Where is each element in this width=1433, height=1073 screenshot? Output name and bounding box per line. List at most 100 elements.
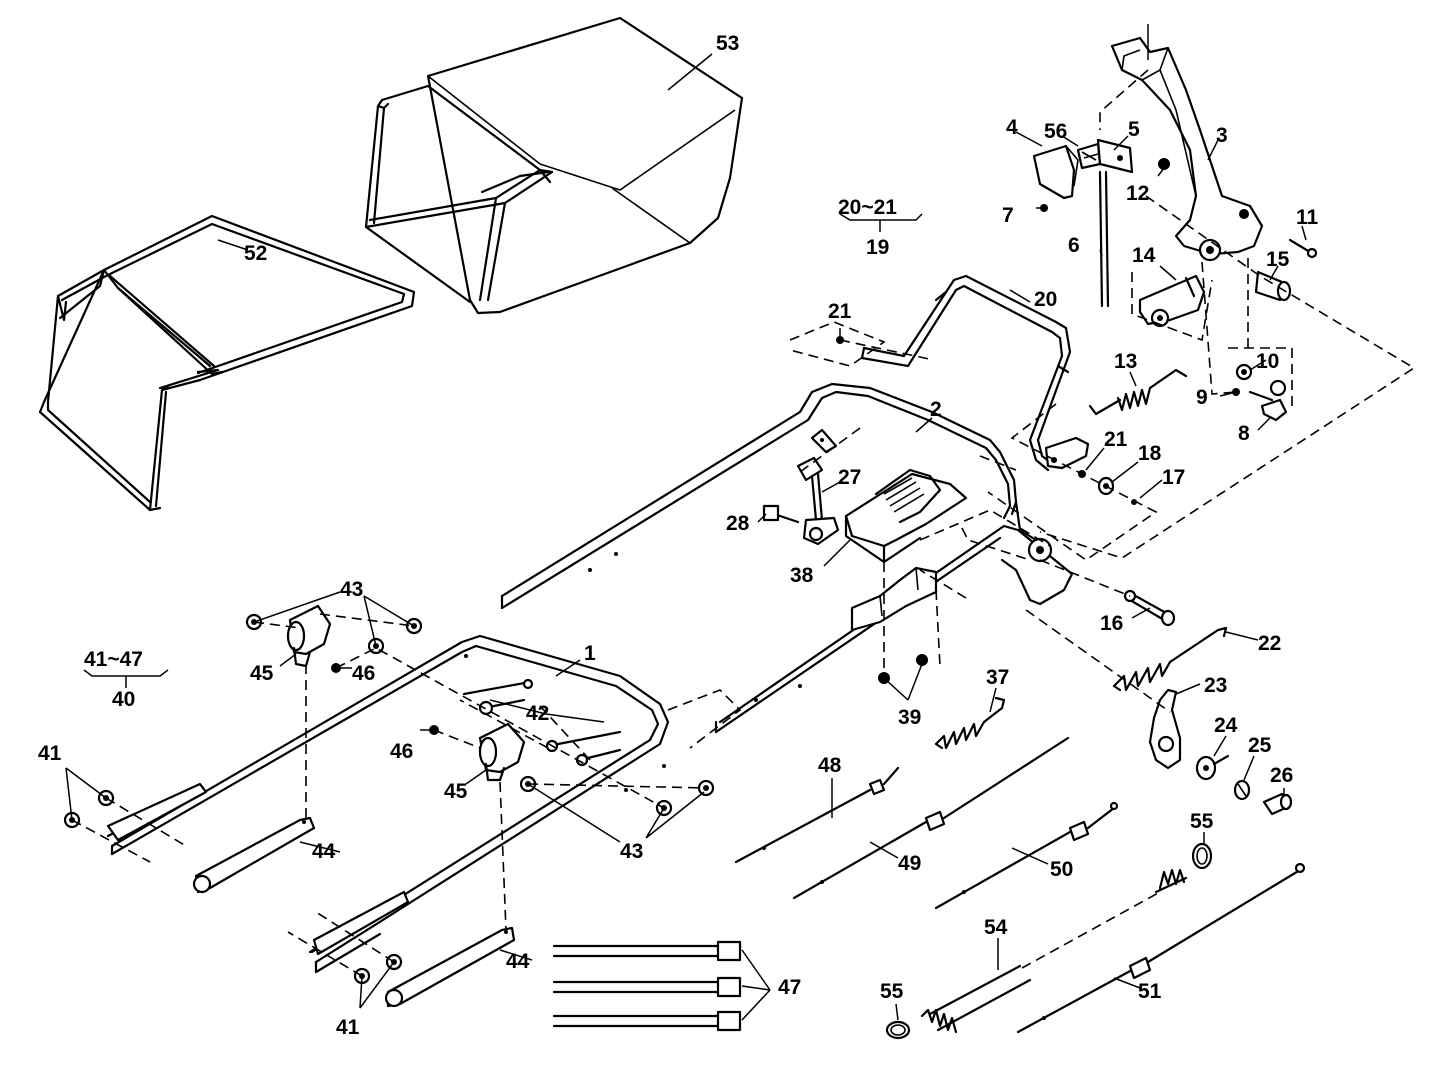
label-42: 42 [526,702,549,725]
label-47: 47 [778,976,801,999]
label-53: 53 [716,32,739,55]
label-27: 27 [838,466,861,489]
label-39: 39 [898,706,921,729]
label-9: 9 [1196,386,1208,409]
label-44-top: 44 [312,840,336,863]
label-3: 3 [1216,124,1228,147]
assembly-lines [71,69,1416,977]
label-19: 19 [866,236,889,259]
group-braces [83,213,923,688]
label-20: 20 [1034,288,1057,311]
label-18: 18 [1138,442,1162,465]
label-5: 5 [1128,118,1140,141]
tubes-47 [552,940,742,1032]
label-43-bottom: 43 [620,840,643,863]
label-48: 48 [818,754,842,777]
bag-frame [364,84,554,304]
label-11: 11 [1296,206,1319,229]
label-10: 10 [1256,350,1279,373]
spring-37 [934,696,1006,750]
small-parts-8-9-10 [1232,363,1288,422]
label-16: 16 [1100,612,1123,635]
lock-block [1032,144,1079,200]
bushing-15 [1254,270,1292,302]
lever-23 [1148,688,1182,770]
label-26: 26 [1270,764,1293,787]
label-49: 49 [898,852,921,875]
pin-12 [1158,158,1170,170]
fasteners-lower-handle [63,613,715,985]
spring-13 [1088,368,1188,416]
clamp-lower [478,722,526,782]
label-46-top: 46 [352,662,375,685]
washer-24 [1195,754,1230,781]
label-41-47: 41~47 [84,648,143,671]
label-28: 28 [726,512,750,535]
clip-55-bottom [885,1020,911,1040]
label-20-21: 20~21 [838,196,897,219]
label-38: 38 [790,564,814,587]
grass-bag [426,16,744,315]
label-21-top: 21 [828,300,852,323]
label-6: 6 [1068,234,1080,257]
label-40: 40 [112,688,135,711]
label-21-bottom: 21 [1104,428,1128,451]
lever-27 [796,456,840,546]
label-7: 7 [1002,204,1014,227]
label-51: 51 [1138,980,1162,1003]
label-4: 4 [1006,116,1018,139]
clamp-upper [286,604,332,668]
label-41-top: 41 [38,742,62,765]
label-56: 56 [1044,120,1067,143]
cable-sleeve-54 [920,868,1188,1034]
connecting-bar-upper [192,816,316,894]
leader-lines [65,53,1307,1021]
top-handle [500,382,1074,734]
label-8: 8 [1238,422,1250,445]
spring-56 [1076,142,1102,170]
label-55-top: 55 [1190,810,1214,833]
label-52: 52 [244,242,267,265]
cable-51 [1016,862,1306,1034]
lower-handle [106,634,670,974]
bolt-11 [1288,238,1318,259]
cap-26 [1262,792,1293,816]
spring-22 [1112,626,1228,692]
label-12: 12 [1126,182,1149,205]
label-17: 17 [1162,466,1185,489]
label-50: 50 [1050,858,1073,881]
cable-48 [734,766,900,864]
label-15: 15 [1266,248,1290,271]
label-14: 14 [1132,244,1156,267]
nut-25 [1233,779,1251,801]
label-22: 22 [1258,632,1281,655]
lower-bracket [850,566,938,632]
label-25: 25 [1248,734,1272,757]
label-45-top: 45 [250,662,274,685]
label-46-bottom: 46 [390,740,413,763]
label-43-top: 43 [340,578,363,601]
rod-6 [1098,170,1110,308]
label-24: 24 [1214,714,1238,737]
bolt-28 [762,504,800,524]
label-13: 13 [1114,350,1137,373]
label-1: 1 [584,642,596,665]
control-bracket [844,468,968,564]
label-54: 54 [984,916,1008,939]
cable-50 [934,801,1119,910]
plate-5 [1096,138,1134,174]
label-44-bottom: 44 [506,950,530,973]
latch-14 [1138,274,1206,328]
clip-55-top [1191,842,1213,870]
cable-49 [792,736,1070,900]
nut-17 [1131,499,1137,505]
label-45-bottom: 45 [444,780,468,803]
label-2: 2 [930,398,942,421]
label-23: 23 [1204,674,1227,697]
connecting-bar-lower [384,926,516,1008]
label-37: 37 [986,666,1009,689]
label-41-bottom: 41 [336,1016,360,1039]
bag-support-frame [38,214,416,512]
part-labels: 53 52 20~21 19 4 56 5 3 12 7 11 6 14 15 … [38,32,1319,1039]
